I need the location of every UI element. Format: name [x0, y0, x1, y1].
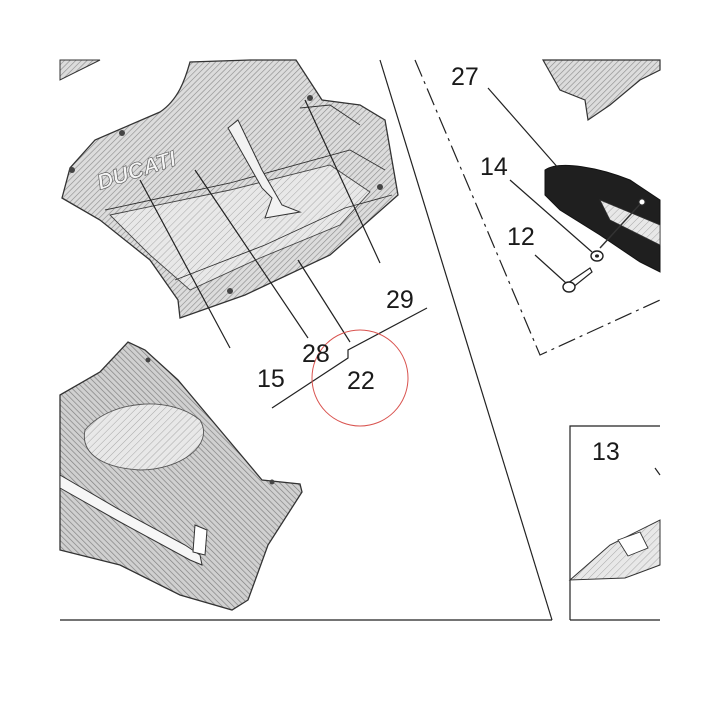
callout-14: 14	[480, 153, 508, 181]
upper-fairing-panel: DUCATI	[61, 59, 399, 319]
callout-12: 12	[507, 223, 535, 251]
highlight-circle	[311, 329, 409, 427]
inset-part-13	[568, 519, 661, 581]
callout-labels: 27 14 12 29 28 15 22 13	[257, 63, 620, 466]
callout-22: 22	[347, 367, 375, 395]
upper-left-fairing-fragment	[59, 59, 101, 81]
upper-right-bracket-fragment	[541, 59, 661, 122]
leader-lines	[139, 87, 661, 476]
lower-fairing-panel	[59, 341, 303, 611]
callout-27: 27	[451, 63, 479, 91]
diagram-frame	[60, 59, 661, 621]
callout-29: 29	[386, 286, 414, 314]
callout-28: 28	[302, 340, 330, 368]
side-bracket-assembly	[544, 164, 661, 273]
callout-13: 13	[592, 438, 620, 466]
bolt-12	[562, 267, 593, 293]
washer-14	[590, 250, 604, 262]
callout-15: 15	[257, 365, 285, 393]
